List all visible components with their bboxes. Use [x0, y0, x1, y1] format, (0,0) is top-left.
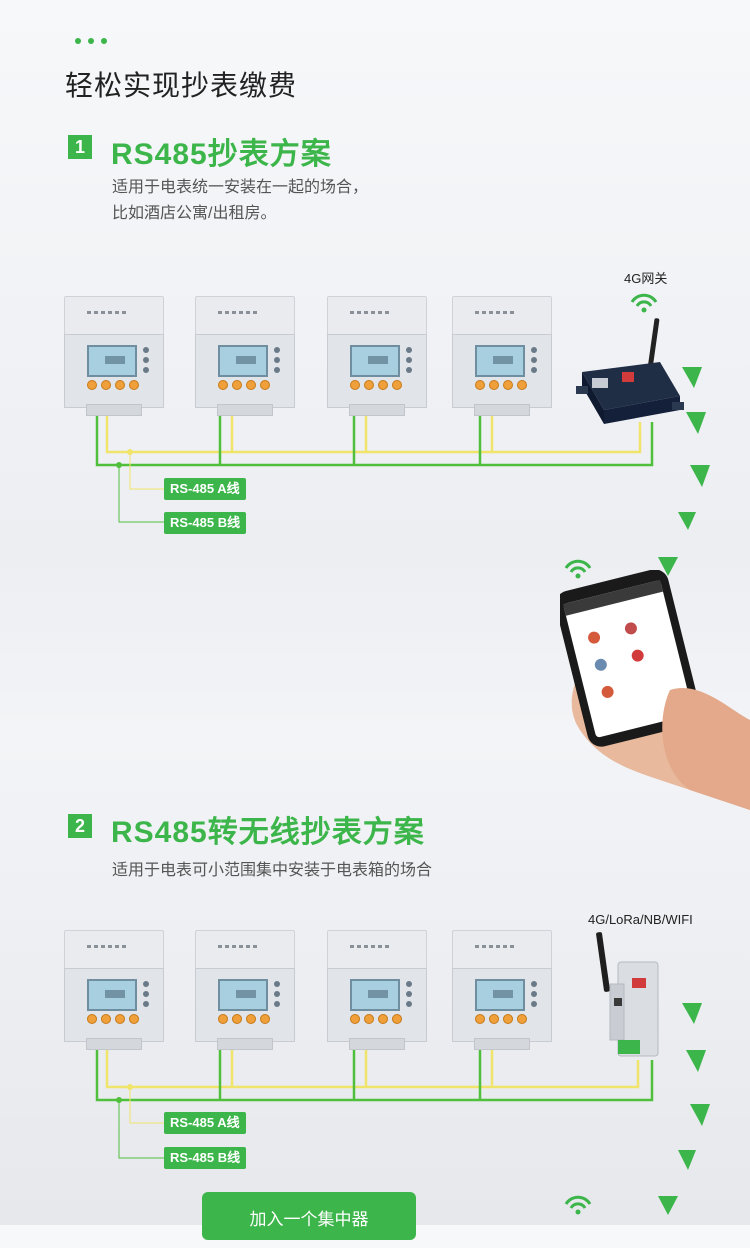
wifi-icon [564, 1195, 592, 1215]
arrow-down-icon [682, 1003, 702, 1024]
arrow-down-icon [690, 465, 710, 487]
arrow-down-icon [682, 367, 702, 388]
arrow-down-icon [658, 1196, 678, 1215]
add-concentrator-button[interactable]: 加入一个集中器 [202, 1192, 416, 1240]
meter-image [195, 296, 295, 416]
arrow-down-icon [686, 412, 706, 434]
arrow-down-icon [686, 1050, 706, 1072]
wire-b-label: RS-485 B线 [164, 512, 247, 534]
section-2-title: RS485转无线抄表方案 [111, 816, 425, 849]
wifi-icon [564, 559, 592, 579]
meter-image [327, 296, 427, 416]
arrow-down-icon [690, 1104, 710, 1126]
arrow-down-icon [658, 557, 678, 576]
section-1-number: 1 [68, 135, 92, 159]
module-label: 4G/LoRa/NB/WIFI [588, 912, 693, 927]
meter-image [64, 930, 164, 1050]
section-2-number: 2 [68, 814, 92, 838]
wire-a-label: RS-485 A线 [164, 478, 246, 500]
meter-image [64, 296, 164, 416]
section-1-title: RS485抄表方案 [111, 138, 332, 171]
arrow-down-icon [678, 512, 696, 530]
page-title: 轻松实现抄表缴费 [65, 70, 298, 101]
section-1-description: 适用于电表统一安装在一起的场合， 比如酒店公寓/出租房。 [112, 175, 368, 227]
wireless-module-image [596, 932, 659, 1057]
arrow-down-icon [678, 1150, 696, 1170]
meter-image [452, 296, 552, 416]
wifi-icon [630, 293, 658, 313]
meter-image [452, 930, 552, 1050]
wire-a-label: RS-485 A线 [164, 1112, 246, 1134]
meter-image [195, 930, 295, 1050]
section-2-description: 适用于电表可小范围集中安装于电表箱的场合 [112, 862, 433, 879]
phone-image [560, 570, 750, 810]
section-1-desc-line1: 适用于电表统一安装在一起的场合， [112, 179, 369, 196]
meter-image [327, 930, 427, 1050]
section-1-desc-line2: 比如酒店公寓/出租房。 [112, 205, 277, 222]
gateway-image [576, 318, 684, 424]
wire-b-label: RS-485 B线 [164, 1147, 247, 1169]
gateway-label: 4G网关 [624, 271, 668, 286]
decorative-dots [75, 38, 107, 44]
